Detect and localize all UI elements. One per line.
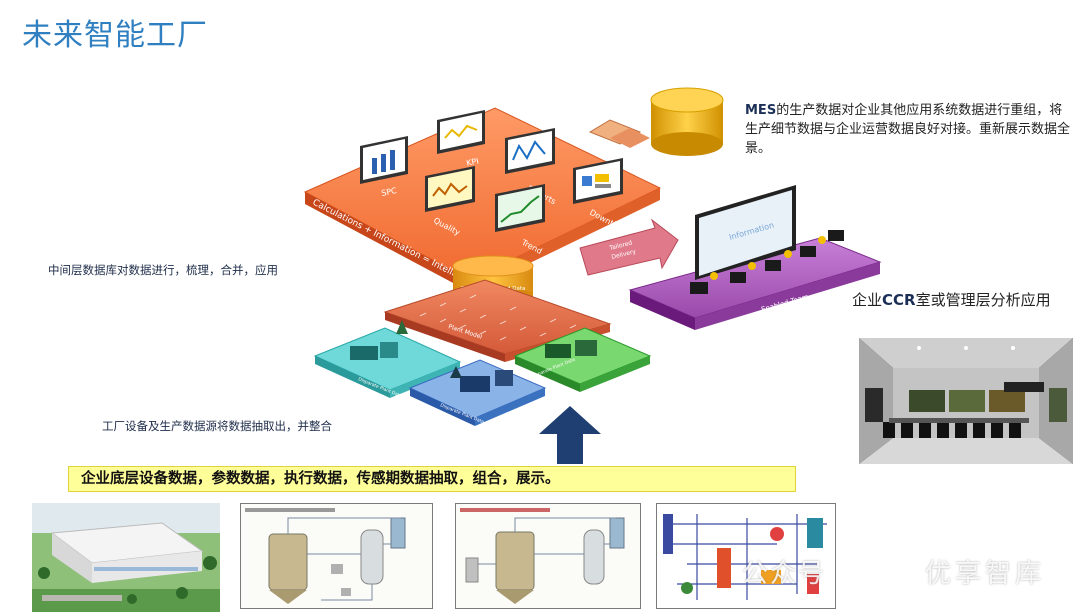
enterprise-database-icon [650,87,724,156]
middle-layer-note: 中间层数据库对数据进行，梳理，合并，应用 [48,263,278,277]
upward-data-arrow [539,406,601,464]
enabled-team-layer: Enabled Team Information [628,185,882,330]
ccr-note: 企业CCR室或管理层分析应用 [852,290,1057,310]
data-source-banner: 企业底层设备数据，参数数据，执行数据，传感期数据抽取，组合，展示。 [68,466,796,492]
exchange-icon [588,119,650,148]
ccr-bold: CCR [882,291,916,309]
mes-description-text: 的生产数据对企业其他应用系统数据进行重组，将生产细节数据与企业运营数据良好对接。… [745,103,1071,156]
smart-factory-diagram: Calculations + Information = Intelligenc… [303,87,882,426]
process-diagram-3 [657,504,835,608]
ccr-room-photo [859,338,1073,464]
plant-platform-blue: Disparate Plant Data [408,359,547,426]
kpi-label: KPI [466,157,480,168]
process-diagram-thumbnail-1 [240,503,433,609]
plant-platform-green: Disparate Plant Data [513,327,652,392]
watermark-text: 公众号 [742,559,827,589]
process-diagram-thumbnail-2 [455,503,641,609]
spc-label: SPC [381,186,398,198]
process-diagram-1 [241,504,432,608]
ccr-prefix: 企业 [852,291,883,309]
bottom-layer-note: 工厂设备及生产数据源将数据抽取出，并整合 [102,419,332,433]
spc-report: SPC [360,136,408,198]
process-diagram-2 [456,504,640,608]
tailored-delivery-arrow: Tailored Delivery [579,218,679,276]
ccr-text: 室或管理层分析应用 [915,291,1051,309]
factory-aerial-photo [32,503,220,612]
mes-label: MES [745,103,777,118]
page-title: 未来智能工厂 [22,18,208,53]
watermark-brand: 优享智库 [925,559,1046,589]
team-workstations [690,230,844,294]
plant-platform-cyan: Disparate Plant Data [313,320,462,399]
mes-description: MES的生产数据对企业其他应用系统数据进行重组，将生产细节数据与企业运营数据良好… [745,101,1075,158]
kpi-report: KPI [437,110,485,168]
process-diagram-thumbnail-3 [656,503,836,609]
data-flow-arrows [419,294,577,341]
information-screen: Information [695,185,796,280]
